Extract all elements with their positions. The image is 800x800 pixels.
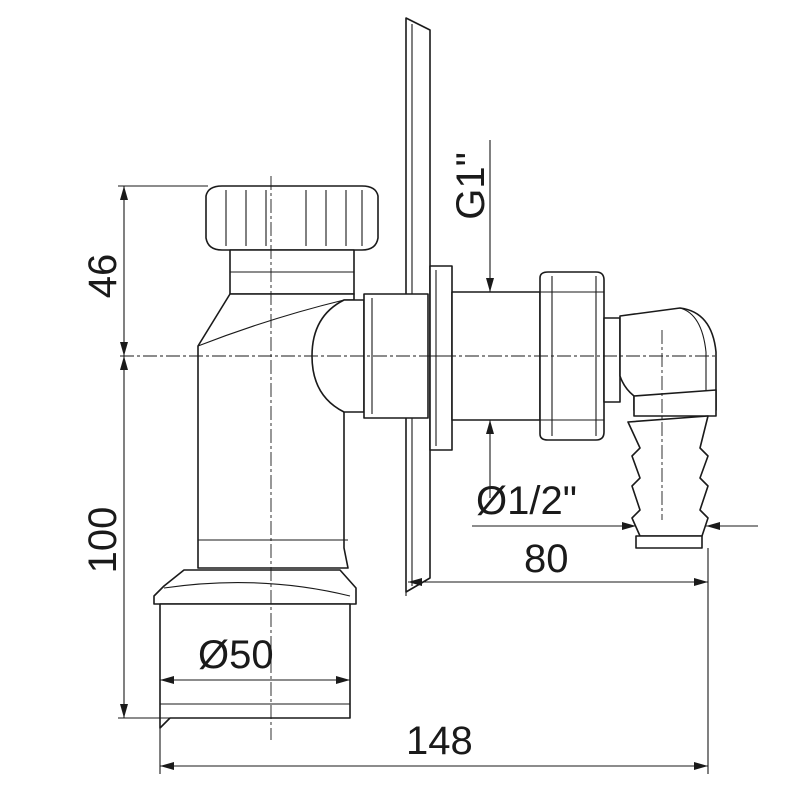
dimension-80: 80	[405, 537, 708, 596]
dimension-label-g1: G1"	[449, 152, 493, 220]
dimension-label-148: 148	[406, 719, 473, 763]
siphon-body	[153, 185, 379, 729]
dimension-label-100: 100	[81, 507, 125, 574]
dimension-label-80: 80	[524, 537, 569, 581]
dimension-diameter-50: Ø50	[160, 633, 350, 684]
dimension-label-46: 46	[81, 254, 125, 299]
dimension-diameter-half-inch: Ø1/2"	[472, 479, 758, 530]
center-lines	[120, 176, 716, 740]
dimension-g1: G1"	[449, 140, 494, 498]
dimension-label-diameter-50: Ø50	[198, 633, 274, 677]
dimension-148: 148	[159, 548, 709, 774]
dimension-100: 100	[81, 356, 170, 719]
hose-elbow	[619, 307, 717, 549]
dimension-label-diameter-half-inch: Ø1/2"	[476, 479, 577, 523]
dimension-46: 46	[81, 185, 208, 356]
wall-connection	[311, 265, 621, 451]
